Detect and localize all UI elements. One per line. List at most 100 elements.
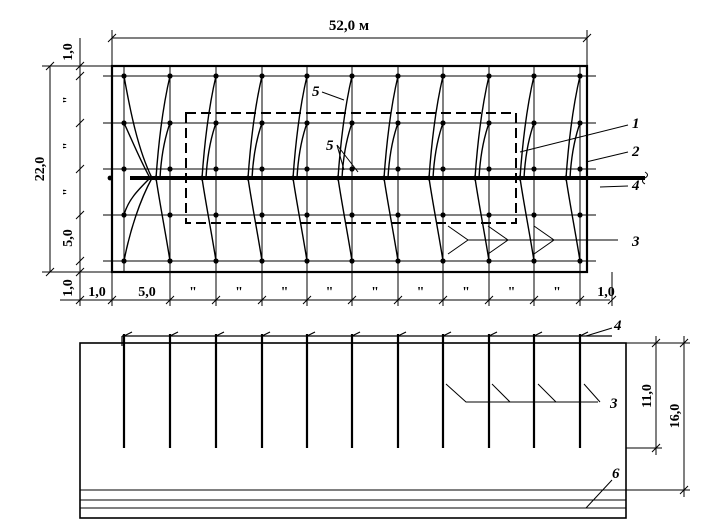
well-point (259, 166, 265, 172)
section-callout-6: 6 (612, 466, 620, 482)
drain-lower-1 (155, 177, 171, 262)
section-well-link-10 (579, 331, 589, 337)
well-point (440, 120, 446, 126)
dim-overall-length: 52,0 м (329, 18, 369, 34)
drain-upper-0a (123, 75, 153, 179)
well-point (440, 212, 446, 218)
dim-col-ditto: " (417, 285, 425, 300)
well-point (121, 258, 127, 264)
well-point (259, 212, 265, 218)
dim-row-ditto-3: " (61, 188, 76, 196)
dim-col-spacing: 5,0 (138, 285, 156, 300)
drain-lower-0b (123, 177, 151, 216)
dim-row-ditto-1: " (61, 96, 76, 104)
plan-callout-labels: 1 2 3 4 5 5 (312, 84, 640, 250)
well-point (531, 120, 537, 126)
well-point (259, 120, 265, 126)
drain-upper-10 (565, 75, 581, 179)
well-point (213, 166, 219, 172)
well-point (349, 258, 355, 264)
drain-mid-10 (569, 122, 581, 179)
drain-mid-5 (341, 122, 353, 179)
collector-node (335, 175, 341, 181)
well-point (395, 212, 401, 218)
drain-mid-7 (432, 122, 444, 179)
drain-upper-7 (428, 75, 444, 179)
drain-upper-6 (383, 75, 399, 179)
drain-lower-4 (292, 177, 308, 262)
drain-mid-8 (478, 122, 490, 179)
collector-node (517, 175, 523, 181)
well-point (304, 258, 310, 264)
callout-5-mid: 5 (326, 138, 334, 154)
section-dimension-labels: 11,0 16,0 (640, 384, 683, 428)
well-point (259, 258, 265, 264)
callout-3: 3 (631, 234, 640, 250)
drain-lower-5 (337, 177, 353, 262)
well-point (304, 73, 310, 79)
well-point (486, 73, 492, 79)
drain-lower-10 (565, 177, 581, 262)
well-point (213, 73, 219, 79)
section-well-link-3 (261, 331, 271, 337)
section-callout-labels: 4 3 6 (609, 318, 622, 482)
well-point (304, 120, 310, 126)
collector-node (472, 175, 478, 181)
drain-lower-6 (383, 177, 399, 262)
dim-overall-width: 22,0 (33, 157, 48, 182)
callout-4: 4 (631, 178, 640, 194)
well-point (395, 258, 401, 264)
well-point (167, 120, 173, 126)
drain-mid-6 (387, 122, 399, 179)
well-point (395, 120, 401, 126)
collector-node (381, 175, 387, 181)
plan-view (103, 64, 648, 274)
drain-lower-0a (123, 177, 153, 262)
well-point (349, 212, 355, 218)
wells-and-drains (107, 73, 583, 264)
well-point (577, 120, 583, 126)
plan-dimensions (42, 30, 617, 306)
dim-col-ditto: " (371, 285, 379, 300)
section-well-link-5 (351, 331, 361, 337)
section-well-link-0 (123, 331, 133, 337)
drain-lower-9 (519, 177, 535, 262)
section-well-link-9 (533, 331, 543, 337)
section-callouts (445, 327, 613, 509)
well-point (213, 120, 219, 126)
dim-depth-short: 11,0 (640, 384, 655, 408)
drain-upper-1 (155, 75, 171, 179)
well-point (259, 73, 265, 79)
well-point (167, 73, 173, 79)
well-point (531, 258, 537, 264)
dim-col-ditto: " (235, 285, 243, 300)
dim-row-spacing: 5,0 (61, 229, 76, 247)
dim-top-margin: 1,0 (61, 43, 76, 61)
collector-node (153, 175, 159, 181)
drain-lower-3 (247, 177, 263, 262)
section-well-link-6 (397, 331, 407, 337)
section-wells (122, 331, 589, 448)
drain-lower-8 (474, 177, 490, 262)
well-point (577, 258, 583, 264)
collector-node (563, 175, 569, 181)
well-point (577, 212, 583, 218)
section-well-link-1 (169, 331, 179, 337)
well-point (486, 166, 492, 172)
well-point (304, 212, 310, 218)
well-point (121, 212, 127, 218)
collector-end-break (642, 171, 648, 185)
drain-upper-3 (247, 75, 263, 179)
well-point (121, 73, 127, 79)
dim-left-margin: 1,0 (88, 285, 106, 300)
dim-col-ditto: " (326, 285, 334, 300)
plan-callouts (321, 91, 629, 255)
drain-upper-4 (292, 75, 308, 179)
well-point (349, 73, 355, 79)
collector-node (290, 175, 296, 181)
well-point (486, 258, 492, 264)
well-point (531, 166, 537, 172)
well-point (486, 212, 492, 218)
dim-col-ditto: " (508, 285, 516, 300)
